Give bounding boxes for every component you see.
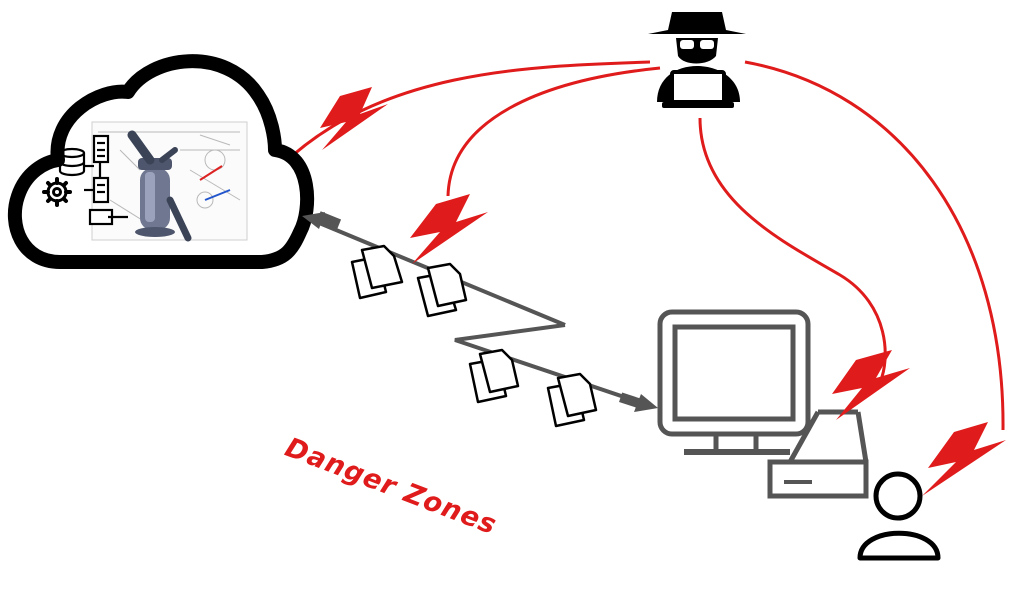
document-icon: [416, 262, 468, 318]
cad-drawing-icon: [91, 121, 248, 242]
lightning-bolt-icon: [832, 350, 910, 420]
laptop-icon: [662, 70, 734, 108]
lightning-bolt-icon: [922, 422, 1006, 496]
attack-line-user: [744, 60, 1005, 431]
attack-line-computer: [698, 117, 887, 383]
document-icon: [350, 244, 404, 300]
attack-lines: [280, 60, 1005, 431]
document-icon: [468, 348, 520, 404]
attack-line-cloud: [280, 60, 651, 167]
user-icon: [857, 471, 941, 561]
gear-icon: [42, 177, 72, 207]
document-icon: [546, 372, 598, 428]
database-icon: [58, 134, 128, 226]
lightning-bolt-icon: [410, 194, 488, 264]
desktop-computer-icon: [657, 309, 869, 499]
lightning-bolt-icon: [320, 87, 388, 150]
attack-line-transfer: [446, 66, 661, 197]
